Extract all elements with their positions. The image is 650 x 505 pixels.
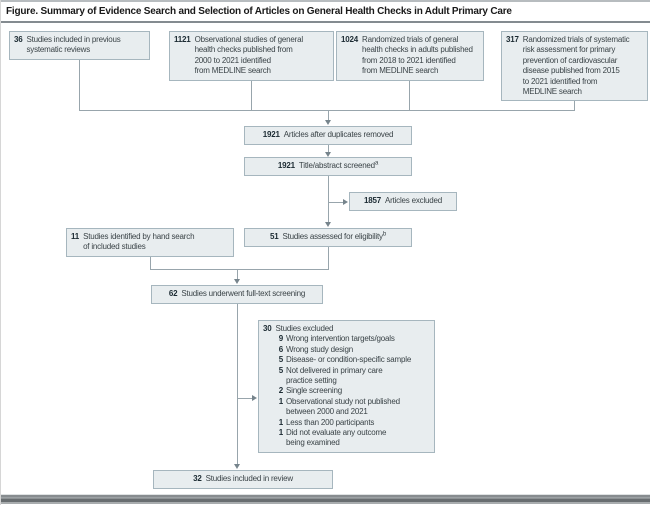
box-number: 32 [193, 474, 202, 484]
arrowhead-included [234, 464, 240, 469]
figure-title: Figure. Summary of Evidence Search and S… [6, 6, 512, 17]
box-eligibility: 51 Studies assessed for eligibilityb [244, 228, 412, 247]
figure-bottom-rule [1, 493, 650, 504]
box-articles-excluded: 1857 Articles excluded [349, 192, 457, 211]
box-text: Studies assessed for eligibilityb [282, 231, 387, 242]
box-number: 51 [270, 232, 279, 242]
exclusion-reason: 5 Not delivered in primary care practice… [278, 365, 383, 386]
flow-line-screen-to-elig [328, 176, 329, 222]
arrowhead-screened [325, 152, 331, 157]
box-number: 1024 [341, 35, 358, 44]
flow-branch-studies-excluded [237, 398, 252, 399]
figure-top-rule [1, 0, 650, 2]
box-text: Articles after duplicates removed [283, 130, 394, 140]
flow-line-fulltext-to-included [237, 304, 238, 464]
footnote-marker-a: a [374, 160, 379, 167]
exclusion-reason: 1 Did not evaluate any outcome being exa… [278, 428, 387, 448]
box-hand-search: 11 Studies identified by hand search of … [66, 228, 234, 257]
exclusion-reason: 1 Observational study not published betw… [278, 396, 400, 417]
box-randomized-general: 1024 Randomized trials of general health… [336, 31, 484, 81]
box-text: Studies excluded [275, 324, 334, 333]
flow-line-elig-down [328, 247, 329, 269]
box-text: Randomized trials of general health chec… [362, 35, 473, 76]
box-fulltext-screening: 62 Studies underwent full-text screening [151, 285, 323, 304]
exclusion-reason: 1 Less than 200 participants [278, 417, 375, 427]
box-text: Studies included in review [205, 474, 293, 484]
box-number: 1121 [174, 35, 191, 44]
box-text: Studies included in previous systematic … [26, 35, 121, 55]
flow-rail-sources [79, 110, 575, 111]
box-number: 1857 [363, 196, 381, 206]
flow-rail-merge [150, 269, 329, 270]
box-observational-studies: 1121 Observational studies of general he… [169, 31, 334, 81]
flow-line-merge-2 [237, 269, 238, 280]
box-studies-excluded: 30 Studies excluded 9 Wrong intervention… [258, 320, 435, 453]
flow-line-dup-to-screen [328, 145, 329, 152]
box-number: 317 [506, 35, 519, 44]
figure-title-rule [1, 21, 650, 23]
box-number: 11 [71, 232, 80, 241]
box-title-abstract-screened: 1921 Title/abstract screeneda [244, 157, 412, 176]
box-duplicates-removed: 1921 Articles after duplicates removed [244, 126, 412, 145]
box-text: Studies identified by hand search of inc… [83, 232, 195, 252]
box-number: 36 [14, 35, 23, 44]
exclusion-reason-list: 9 Wrong intervention targets/goals 6 Wro… [275, 334, 430, 448]
box-number: 1921 [262, 130, 280, 140]
flow-branch-excluded-articles [328, 202, 343, 203]
exclusion-reason: 5 Disease- or condition-specific sample [278, 355, 412, 365]
exclusion-reason: 9 Wrong intervention targets/goals [278, 334, 395, 344]
exclusion-reason: 2 Single screening [278, 386, 342, 396]
arrowhead-studies-excluded [252, 395, 257, 401]
flow-line-source-1 [79, 56, 80, 110]
box-text: Title/abstract screeneda [298, 160, 379, 171]
flow-line-source-3 [409, 77, 410, 110]
exclusion-reason: 6 Wrong study design [278, 344, 353, 354]
box-text: Observational studies of general health … [194, 35, 304, 76]
box-text: Randomized trials of systematic risk ass… [522, 35, 630, 97]
box-text: Studies underwent full-text screening [181, 289, 306, 299]
arrowhead-fulltext [234, 279, 240, 284]
box-included-in-review: 32 Studies included in review [153, 470, 333, 489]
flow-line-source-4 [574, 95, 575, 110]
box-number: 62 [168, 289, 178, 299]
box-previous-reviews: 36 Studies included in previous systemat… [9, 31, 150, 60]
footnote-marker-b: b [382, 231, 386, 238]
box-number: 30 [263, 324, 272, 333]
box-text: Articles excluded [384, 196, 443, 206]
flow-line-source-2 [251, 77, 252, 110]
flow-line-hand-down [150, 255, 151, 269]
arrowhead-eligibility [325, 222, 331, 227]
flow-line-merge-1 [328, 110, 329, 121]
box-randomized-risk: 317 Randomized trials of systematic risk… [501, 31, 648, 102]
arrowhead-excluded-articles [343, 199, 348, 205]
arrowhead-duplicates [325, 120, 331, 125]
box-number: 1921 [277, 161, 295, 171]
